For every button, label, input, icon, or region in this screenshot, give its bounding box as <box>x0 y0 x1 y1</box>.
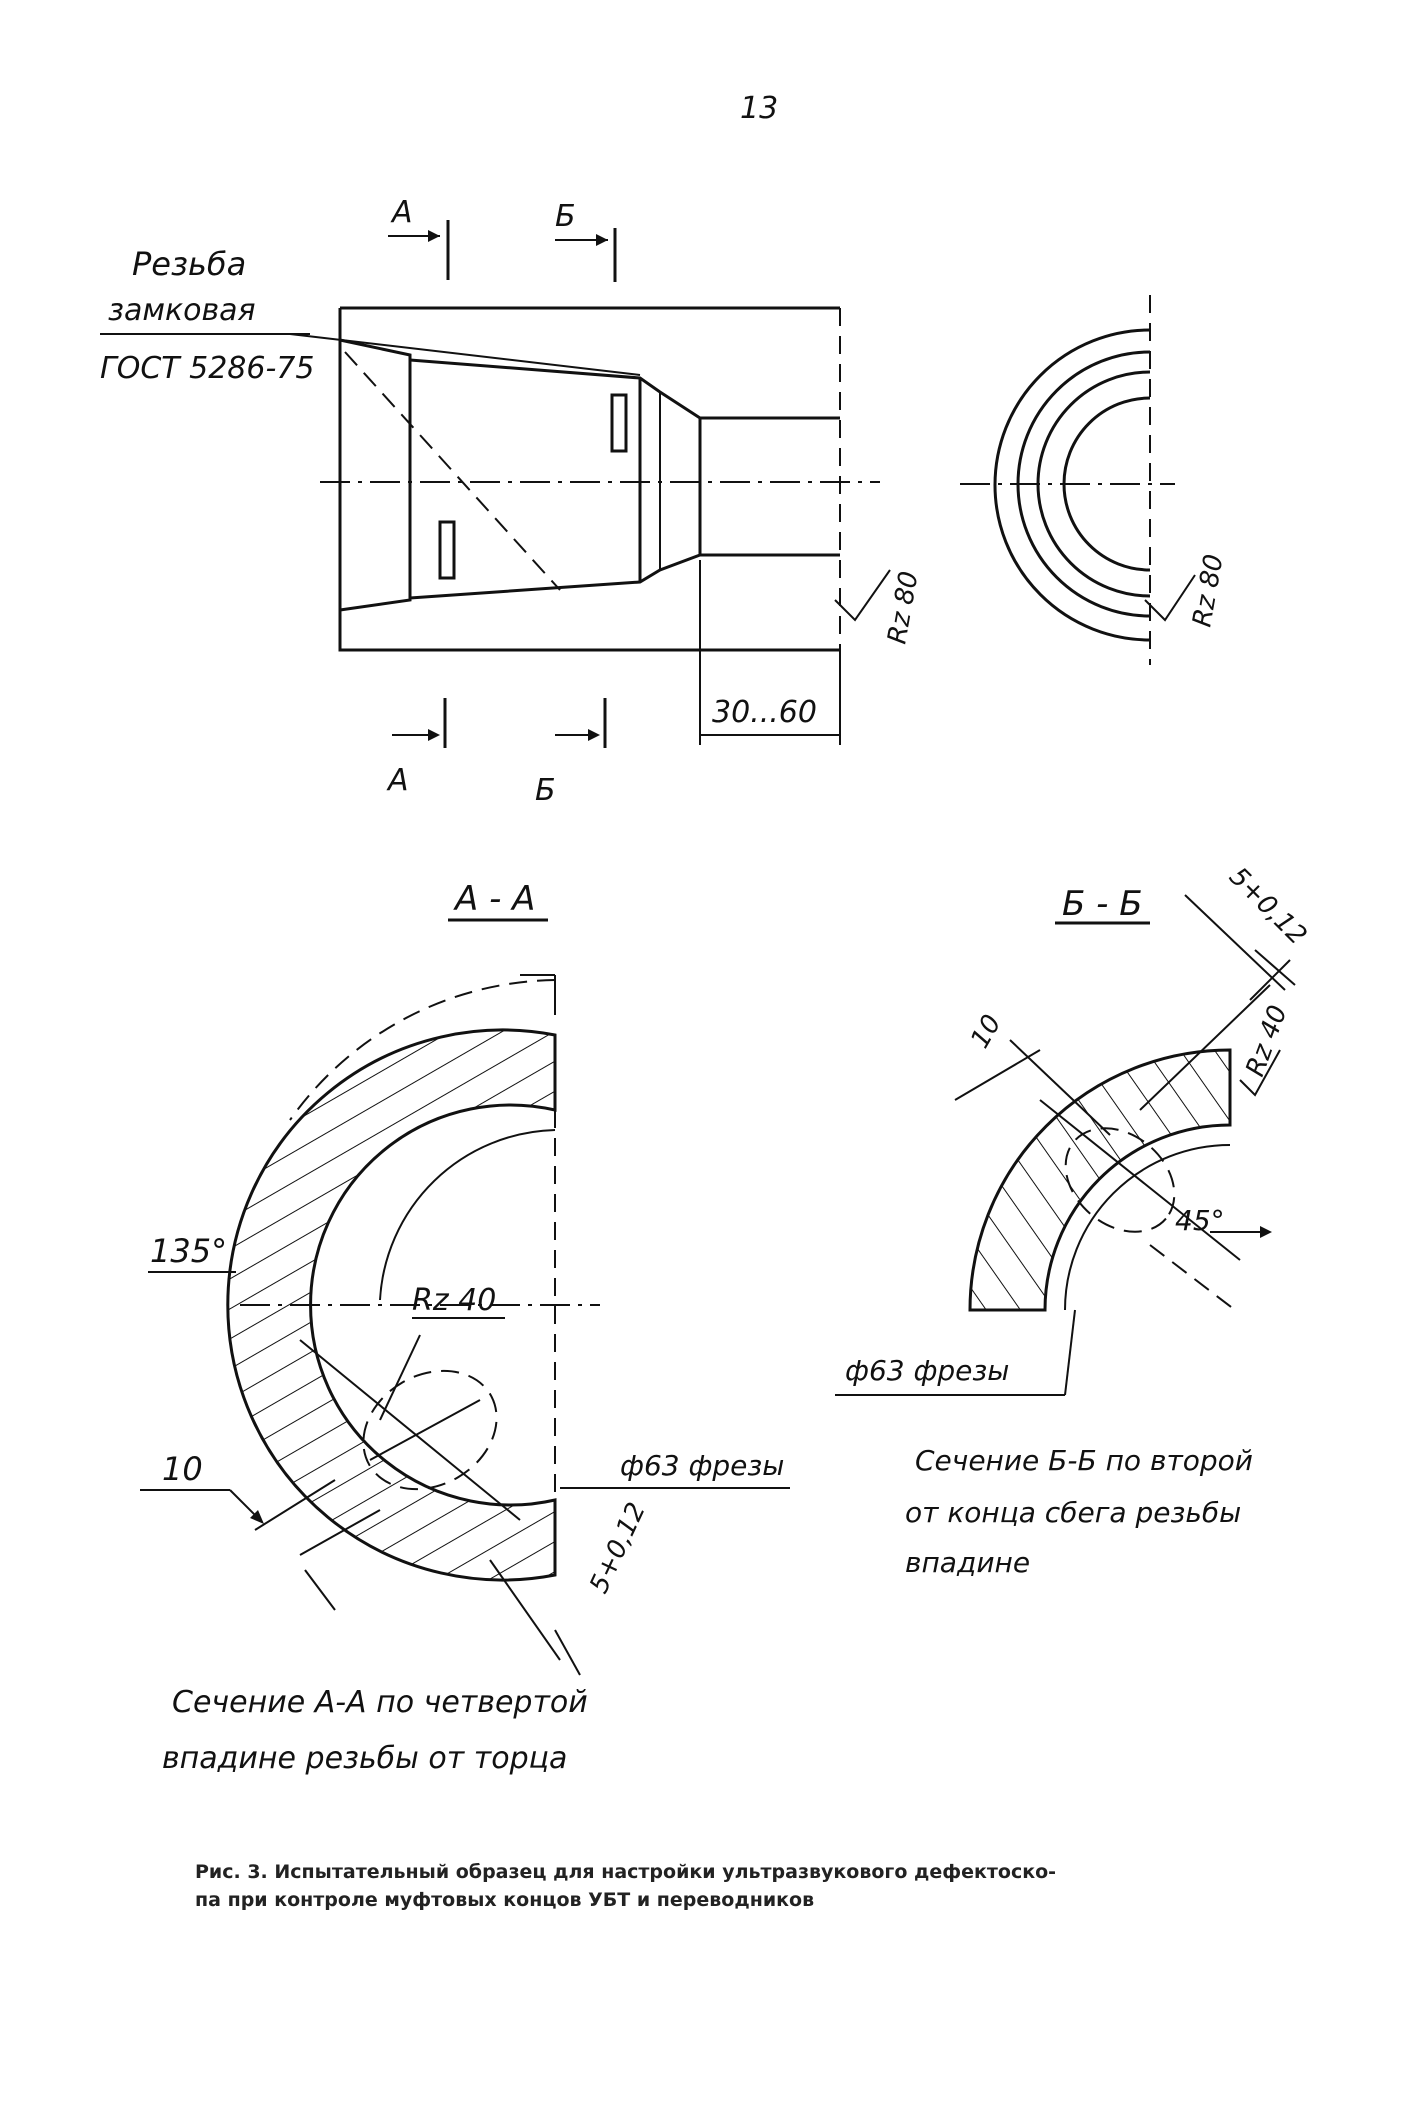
arrowhead <box>428 230 440 242</box>
bore-lower <box>409 553 840 600</box>
roughness-bb: Rz 40 <box>1240 1001 1293 1080</box>
dim-10-bb: 10 <box>965 1010 1008 1054</box>
dim5-tick-bb <box>1254 949 1296 986</box>
page-number: 13 <box>740 91 778 126</box>
inner-thread-bb <box>1064 1144 1231 1311</box>
milling-leader-bb <box>1064 1309 1076 1396</box>
body-outline <box>338 308 840 652</box>
dim10-ext-bb <box>1009 1039 1111 1136</box>
arrowhead <box>1260 1226 1272 1238</box>
milling-bb: ф63 фрезы <box>845 1354 1009 1387</box>
dim10-tick <box>304 1569 336 1611</box>
dim-5-aa: 5+0,12 <box>584 1498 652 1598</box>
caption-aa-line2: впадине резьбы от торца <box>162 1741 567 1776</box>
figure-caption-line1: Рис. 3. Испытательный образец для настро… <box>195 1861 1057 1883</box>
section-mark-b-top: Б <box>555 199 576 234</box>
end-ring-2 <box>1016 350 1151 618</box>
dim10-line <box>254 1479 336 1531</box>
end-view: Rz 80 <box>960 295 1230 665</box>
thread-note-line3: ГОСТ 5286-75 <box>100 351 314 386</box>
roughness-symbol <box>834 569 891 622</box>
dim-10-aa: 10 <box>162 1450 203 1488</box>
dimension-30-60: 30...60 <box>712 695 817 730</box>
section-mark-a-bottom: А <box>386 763 409 798</box>
dim-5-bb: 5+0,12 <box>1223 862 1312 951</box>
arrowhead <box>250 1510 264 1524</box>
section-mark-b-bottom: Б <box>535 773 556 808</box>
drill-axis <box>299 1339 521 1521</box>
roughness-symbol-end <box>1144 574 1196 622</box>
dim5-ext <box>489 1559 561 1661</box>
slot-a <box>438 520 456 580</box>
ext-line-bb <box>1139 984 1271 1111</box>
section-aa-title: А - А <box>453 879 535 919</box>
figure-caption-line2: па при контроле муфтовых концов УБТ и пе… <box>195 1889 815 1911</box>
arrowhead <box>428 729 440 741</box>
end-ring-4 <box>1062 396 1151 572</box>
top-view: А Б Резьба замковая ГОСТ 5286-75 <box>100 195 925 808</box>
arrowhead <box>588 729 600 741</box>
inner-thread-line <box>379 1129 556 1301</box>
chamfer <box>339 338 412 612</box>
dim10-ext <box>299 1509 381 1556</box>
outer-arc <box>289 979 556 1121</box>
thread-note-line1: Резьба <box>132 245 246 283</box>
caption-bb-line2: от конца сбега резьбы <box>905 1496 1241 1529</box>
roughness-symbol-bb <box>1239 1049 1281 1097</box>
caption-bb-line1: Сечение Б-Б по второй <box>915 1444 1253 1477</box>
dim10-line-bb <box>954 1049 1041 1101</box>
arrowhead <box>596 234 608 246</box>
roughness-end: Rz 80 <box>1187 552 1229 629</box>
roughness-leader <box>379 1334 421 1421</box>
caption-aa-line1: Сечение А-А по четвертой <box>172 1685 588 1720</box>
roughness-right: Rz 80 <box>882 569 924 646</box>
drill-cross <box>369 1399 481 1461</box>
ring-section-aa <box>226 1028 557 1582</box>
caption-bb-line3: впадине <box>905 1546 1030 1579</box>
diagonal-hidden <box>344 351 561 591</box>
ring-section-bb <box>968 1048 1232 1312</box>
end-ring-3 <box>1036 370 1151 598</box>
axis-bb <box>1149 1244 1236 1311</box>
section-mark-a-top: А <box>390 195 413 230</box>
roughness-aa: Rz 40 <box>412 1283 496 1318</box>
angle-135: 135° <box>150 1232 227 1270</box>
figure-caption: Рис. 3. Испытательный образец для настро… <box>195 1858 1255 1914</box>
section-bb-title: Б - Б <box>1062 884 1143 924</box>
milling-aa: ф63 фрезы <box>620 1449 784 1482</box>
dim5-tick <box>554 1629 581 1676</box>
drill-hole-bb <box>1064 1127 1176 1233</box>
thread-note-line2: замковая <box>108 293 256 328</box>
section-aa: А - А 135° Rz 40 ф63 фрезы 10 <box>140 879 790 1776</box>
drill-hole <box>362 1369 498 1491</box>
end-ring-1 <box>993 328 1151 642</box>
dim5-line-bb <box>1184 894 1286 991</box>
section-bb: Б - Б 5+0,12 Rz 40 10 45° ф63 фрезы Сече… <box>835 862 1312 1579</box>
slot-b <box>610 393 628 453</box>
dim5-tick2-bb <box>1249 959 1291 1001</box>
drill-axis-bb <box>1039 1099 1241 1261</box>
